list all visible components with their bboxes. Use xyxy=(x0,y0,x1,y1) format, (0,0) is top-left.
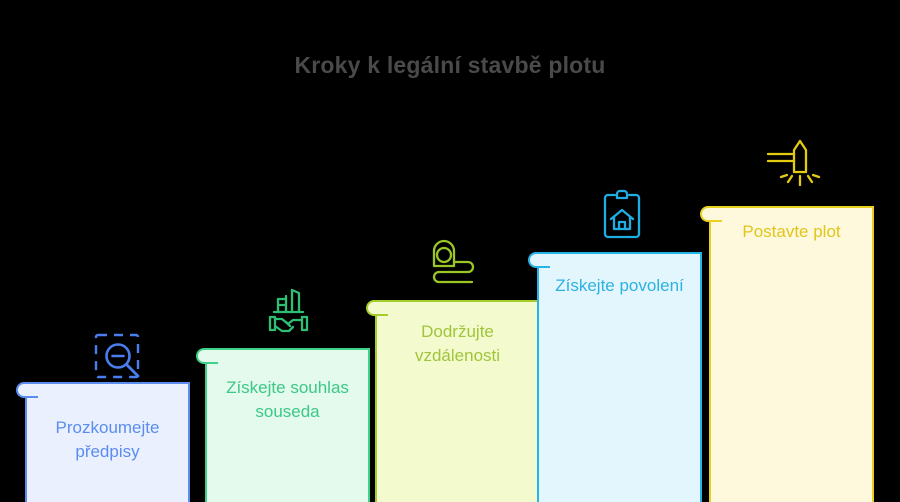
fence-post-hammering-icon xyxy=(762,136,824,192)
step-card-2[interactable]: Získejte souhlas souseda xyxy=(196,348,370,502)
step-notch-2 xyxy=(196,348,218,364)
step-label-1: Prozkoumejte předpisy xyxy=(55,418,160,461)
step-notch-1 xyxy=(16,382,38,398)
step-label-4: Získejte povolení xyxy=(555,276,684,295)
step-card-1[interactable]: Prozkoumejte předpisy xyxy=(16,382,190,502)
step-notch-4 xyxy=(528,252,550,268)
step-label-3: Dodržujte vzdálenosti xyxy=(414,322,501,365)
page-title: Kroky k legální stavbě plotu xyxy=(294,52,606,78)
handshake-fence-icon xyxy=(262,286,314,338)
step-notch-3 xyxy=(366,300,388,316)
step-card-3[interactable]: Dodržujte vzdálenosti xyxy=(366,300,540,502)
step-card-5[interactable]: Postavte plot xyxy=(700,206,874,502)
measuring-tape-icon xyxy=(428,238,484,288)
step-label-5: Postavte plot xyxy=(742,222,841,241)
permit-clipboard-house-icon xyxy=(600,189,648,243)
step-label-2: Získejte souhlas souseda xyxy=(226,378,349,421)
zoom-out-dashed-icon xyxy=(93,332,149,386)
step-notch-5 xyxy=(700,206,722,222)
step-card-4[interactable]: Získejte povolení xyxy=(528,252,702,502)
